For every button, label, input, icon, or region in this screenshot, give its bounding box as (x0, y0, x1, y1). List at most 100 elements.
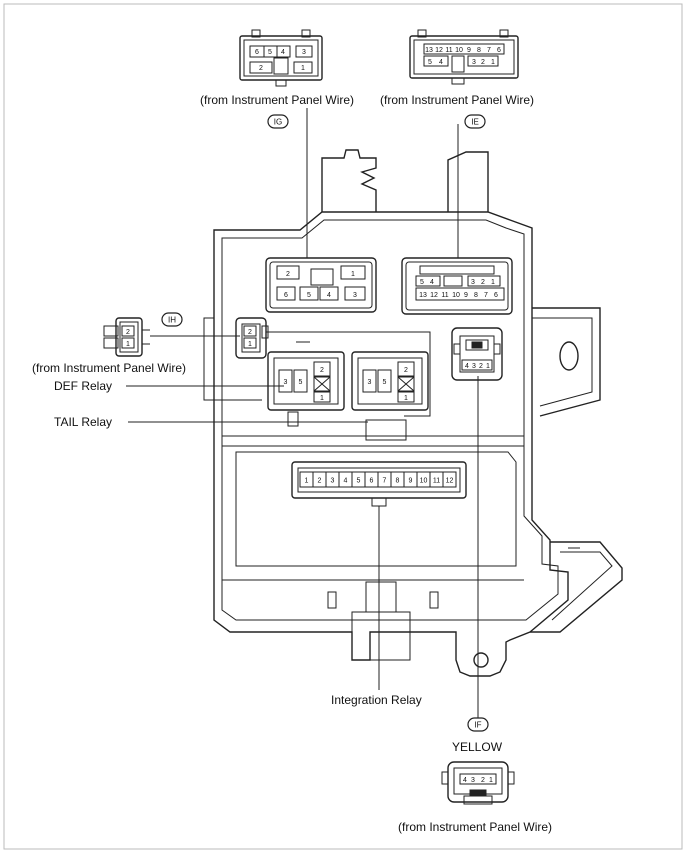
ie-wire-pin-2: 2 (481, 59, 485, 66)
integration-pin-6: 6 (370, 478, 374, 485)
ie-block-pin-4: 4 (430, 279, 434, 286)
if-block-pin-3: 3 (472, 363, 476, 370)
integration-pin-12: 12 (446, 478, 454, 485)
ie-block-pin-7: 7 (484, 292, 488, 299)
ig-block-pin-4: 4 (327, 292, 331, 299)
ie-wire-pin-7: 7 (487, 47, 491, 54)
ih-wire-pin-1: 1 (126, 341, 130, 348)
integration-pin-8: 8 (396, 478, 400, 485)
ie-block-pin-3: 3 (471, 279, 475, 286)
socket-ih-block: 2 1 (235, 317, 269, 359)
frame-border (3, 3, 683, 850)
integration-pin-10: 10 (420, 478, 428, 485)
ie-wire-pin-10: 10 (455, 47, 463, 54)
if-block-pin-4: 4 (465, 363, 469, 370)
code-marker-if: IF (467, 717, 489, 732)
ig-block-pin-1: 1 (351, 271, 355, 278)
if-block-pin-1: 1 (486, 363, 490, 370)
connector-ih-wire: 2 1 (103, 317, 150, 357)
ig-block-pin-5: 5 (307, 292, 311, 299)
ig-wire-pin-6: 6 (255, 49, 259, 56)
tail-relay-label: TAIL Relay (54, 415, 112, 429)
tail-relay-pin-3: 3 (368, 379, 372, 386)
if-block-pin-2: 2 (479, 363, 483, 370)
ie-wire-pin-1: 1 (491, 59, 495, 66)
if-source-label: (from Instrument Panel Wire) (398, 820, 552, 834)
integration-pin-11: 11 (433, 478, 440, 485)
if-wire-pin-2: 2 (481, 777, 485, 784)
ie-wire-pin-11: 11 (445, 47, 452, 54)
tail-relay-pin-1: 1 (404, 395, 408, 402)
yellow-label: YELLOW (452, 740, 503, 754)
ie-wire-pin-9: 9 (467, 47, 471, 54)
ie-wire-pin-3: 3 (472, 59, 476, 66)
integration-pin-4: 4 (344, 478, 348, 485)
if-wire-pin-3: 3 (471, 777, 475, 784)
ig-source-label: (from Instrument Panel Wire) (200, 93, 354, 107)
ie-wire-pin-4: 4 (439, 59, 443, 66)
ie-block-pin-8: 8 (474, 292, 478, 299)
ie-block-pin-13: 13 (419, 292, 427, 299)
ie-code: IE (471, 118, 479, 127)
def-relay-body: 3 5 2 1 (267, 351, 345, 411)
def-relay-pin-5: 5 (299, 379, 303, 386)
ie-block-pin-10: 10 (452, 292, 460, 299)
ih-wire-pin-2: 2 (126, 329, 130, 336)
connector-ig-wire: 6 5 4 3 2 1 (239, 29, 323, 87)
ig-wire-pin-3: 3 (302, 49, 306, 56)
ig-code: IG (274, 118, 282, 127)
integration-pin-3: 3 (331, 478, 335, 485)
ih-code: IH (168, 316, 176, 325)
def-relay-pin-2: 2 (320, 367, 324, 374)
ig-block-pin-6: 6 (284, 292, 288, 299)
if-wire-pin-4: 4 (463, 777, 467, 784)
ie-wire-pin-6: 6 (497, 47, 501, 54)
ih-block-pin-2: 2 (248, 329, 252, 336)
integration-pin-1: 1 (305, 478, 309, 485)
code-marker-ig: IG (267, 114, 289, 129)
ie-source-label: (from Instrument Panel Wire) (380, 93, 534, 107)
tail-relay-body: 3 5 2 1 (351, 351, 429, 411)
junction-block-body (203, 149, 623, 677)
socket-if-block: 4 3 2 1 (451, 327, 503, 381)
integration-pin-9: 9 (409, 478, 413, 485)
ie-wire-pin-5: 5 (428, 59, 432, 66)
socket-ie-block: 5 4 3 2 1 13 12 11 10 9 8 7 6 (401, 257, 513, 315)
socket-ig-block: 2 1 6 5 4 3 (265, 257, 377, 313)
ig-wire-pin-5: 5 (268, 49, 272, 56)
ie-block-pin-6: 6 (494, 292, 498, 299)
def-relay-label: DEF Relay (54, 379, 112, 393)
ig-wire-pin-1: 1 (301, 65, 305, 72)
if-code: IF (474, 721, 481, 730)
ie-block-pin-1: 1 (491, 279, 495, 286)
ig-block-pin-3: 3 (353, 292, 357, 299)
ie-block-pin-5: 5 (420, 279, 424, 286)
ih-source-label: (from Instrument Panel Wire) (32, 361, 186, 375)
connector-ie-wire: 13 12 11 10 9 8 7 6 5 4 3 2 1 (409, 29, 519, 85)
ig-block-pin-2: 2 (286, 271, 290, 278)
integration-pin-5: 5 (357, 478, 361, 485)
code-marker-ih: IH (161, 312, 183, 327)
ie-block-pin-12: 12 (430, 292, 438, 299)
def-relay-pin-1: 1 (320, 395, 324, 402)
if-wire-pin-1: 1 (489, 777, 493, 784)
integration-pin-cell (442, 471, 457, 488)
connector-if-wire: 4 3 2 1 (441, 761, 515, 805)
integration-pin-2: 2 (318, 478, 322, 485)
ie-wire-pin-12: 12 (435, 47, 443, 54)
ig-wire-pin-2: 2 (259, 65, 263, 72)
integration-relay-label: Integration Relay (331, 693, 422, 707)
ie-block-pin-11: 11 (441, 292, 448, 299)
tail-relay-pin-5: 5 (383, 379, 387, 386)
ig-wire-pin-4: 4 (281, 49, 285, 56)
def-relay-pin-3: 3 (284, 379, 288, 386)
code-marker-ie: IE (464, 114, 486, 129)
ie-wire-pin-8: 8 (477, 47, 481, 54)
tail-relay-pin-2: 2 (404, 367, 408, 374)
integration-pin-7: 7 (383, 478, 387, 485)
ih-block-pin-1: 1 (248, 341, 252, 348)
ie-block-pin-2: 2 (481, 279, 485, 286)
